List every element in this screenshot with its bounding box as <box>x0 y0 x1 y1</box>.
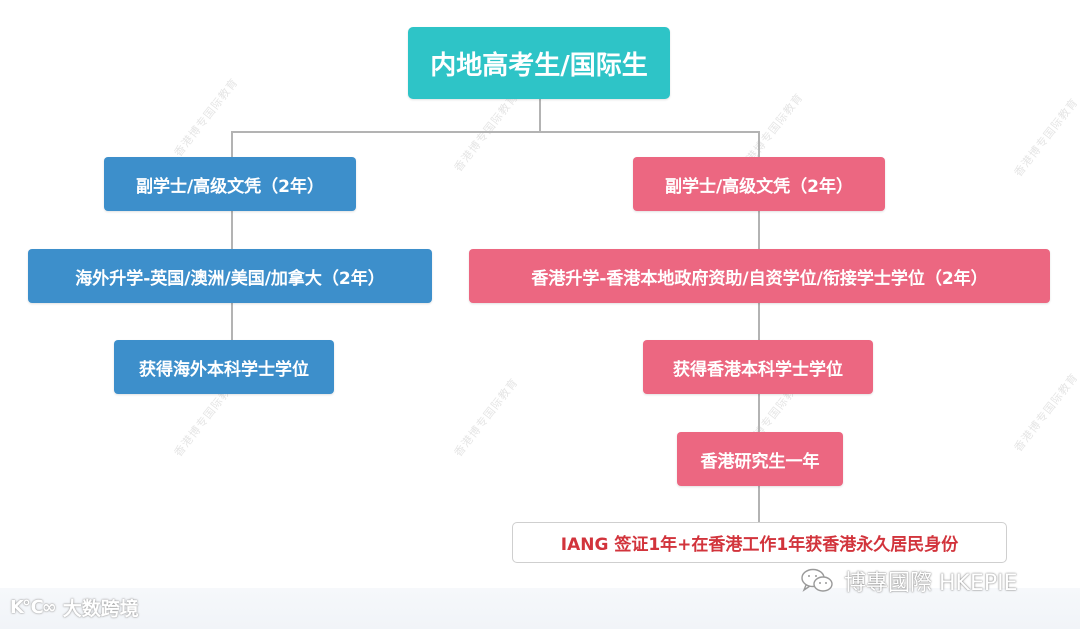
footer-band <box>0 588 1080 629</box>
connector-right-down <box>758 131 760 158</box>
connector-root-down <box>539 99 541 132</box>
left-node-associate-degree: 副学士/高级文凭（2年） <box>104 157 356 211</box>
right-node-associate-degree: 副学士/高级文凭（2年） <box>633 157 885 211</box>
connector-left-1-2 <box>231 210 233 249</box>
wechat-icon <box>801 568 833 592</box>
wechat-brand-label: 博專國際 HKEPIE <box>844 571 1018 596</box>
wechat-brand: 博專國際 HKEPIE <box>800 565 1018 597</box>
left-node-overseas-study: 海外升学-英国/澳洲/美国/加拿大（2年） <box>28 249 432 303</box>
connector-horizontal <box>231 131 760 133</box>
node-label: 获得海外本科学士学位 <box>139 359 309 380</box>
right-node-hk-bachelor: 获得香港本科学士学位 <box>643 340 873 394</box>
root-node: 内地高考生/国际生 <box>408 27 670 99</box>
node-label: 香港研究生一年 <box>700 451 820 472</box>
watermark: 香港博专国际教育 <box>1011 95 1080 180</box>
watermark: 香港博专国际教育 <box>451 375 521 460</box>
left-node-overseas-bachelor: 获得海外本科学士学位 <box>114 340 334 394</box>
node-label: 获得香港本科学士学位 <box>673 359 843 380</box>
root-node-label: 内地高考生/国际生 <box>430 50 648 81</box>
node-label: IANG 签证1年+在香港工作1年获香港永久居民身份 <box>560 535 959 555</box>
connector-right-4-5 <box>758 485 760 523</box>
watermark: 香港博专国际教育 <box>1011 370 1080 455</box>
connector-left-2-3 <box>231 302 233 341</box>
source-brand: K℃∞ 大数跨境 <box>10 594 139 621</box>
node-label: 副学士/高级文凭（2年） <box>135 176 325 197</box>
right-node-hk-postgraduate: 香港研究生一年 <box>677 432 843 486</box>
node-label: 副学士/高级文凭（2年） <box>664 176 854 197</box>
connector-right-3-4 <box>758 393 760 433</box>
brand-logo-icon: K℃∞ <box>10 597 57 618</box>
right-node-iang-permanent-residency: IANG 签证1年+在香港工作1年获香港永久居民身份 <box>512 522 1007 563</box>
node-label: 香港升学-香港本地政府资助/自资学位/衔接学士学位（2年） <box>531 268 988 289</box>
connector-right-2-3 <box>758 302 760 341</box>
right-node-hk-study: 香港升学-香港本地政府资助/自资学位/衔接学士学位（2年） <box>469 249 1050 303</box>
node-label: 海外升学-英国/澳洲/美国/加拿大（2年） <box>75 268 385 289</box>
connector-left-down <box>231 131 233 158</box>
source-brand-label: 大数跨境 <box>62 598 139 620</box>
connector-right-1-2 <box>758 210 760 249</box>
